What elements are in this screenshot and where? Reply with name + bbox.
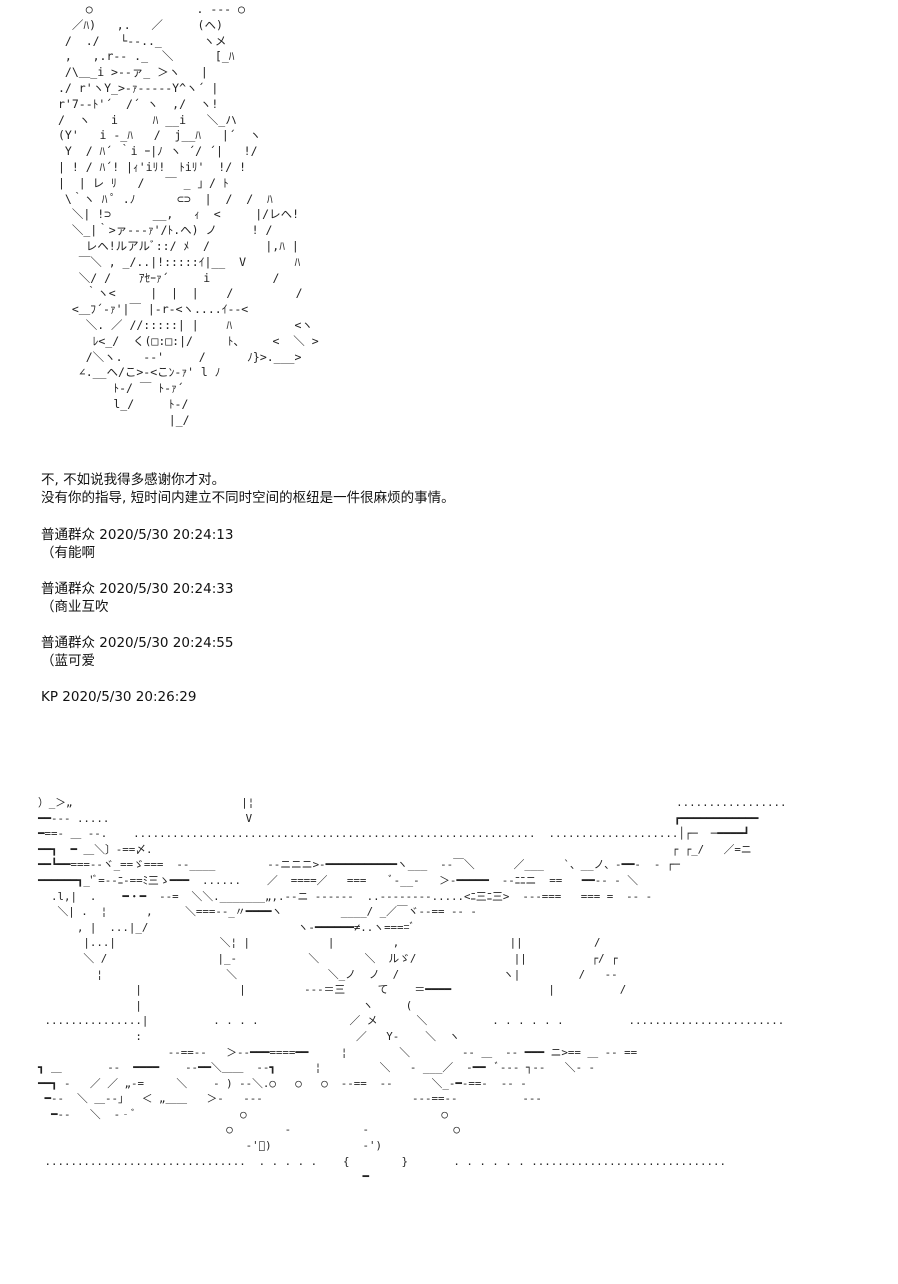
ascii-art-line: | | レ ﾘ / ￣ _ 」/ ﾄ bbox=[58, 175, 229, 190]
ascii-art-line: l_/ ﾄ‐/ bbox=[113, 396, 189, 411]
ascii-art-line: ━‐‐ ＼ ‐‐ﾞ ○ ○ bbox=[50, 1107, 448, 1121]
ascii-art-line: ./ r'ヽY_>‐ｧ‐‐‐‐-Y^ヽ´ | bbox=[58, 80, 219, 95]
comment-post: KP 2020/5/30 20:26:29 bbox=[41, 688, 196, 706]
ascii-art-line: ━‐‐ ＼ ＿‐‐」 ＜ „＿＿ ＞‐ ‐‐‐ ‐‐‐==‐‐ ‐‐‐ bbox=[44, 1092, 542, 1106]
ascii-art-line: ━━‐-- ..... V ┏━━━━━━━━━━━━ bbox=[38, 811, 759, 825]
ascii-art-line: : ／ Y‐ ＼ ヽ bbox=[135, 1029, 460, 1043]
ascii-art-line: ━━┗━━===-‐ヾ_==ゞ=== ‐‐____ -‐ニニニ>‐━━━━━━━… bbox=[38, 858, 680, 872]
post-body: （商业互吹 bbox=[41, 599, 109, 615]
ascii-art-line: ＼_|｀>ァ‐‐‐ｧ'/ﾄ.ヘ) ノ ! / bbox=[71, 223, 273, 238]
ascii-art-line: ...............| . . . . ／ メ ＼ . . . . .… bbox=[44, 1014, 785, 1028]
ascii-art-line: \｀ヽ ﾊ ﾟ .ﾉ ⊂⊃ | / / ﾊ bbox=[64, 191, 273, 206]
ascii-art-line: |...| ＼¦ | | , || / bbox=[83, 936, 601, 950]
ascii-art-line: ━==‐ ＿ --. .............................… bbox=[38, 827, 750, 841]
ascii-art-line: ∠.__ヘ/こ>‐<こﾝ‐ｧ' l ﾉ bbox=[78, 365, 221, 380]
post-header: 普通群众 2020/5/30 20:24:55 bbox=[41, 635, 234, 651]
ascii-art-line: レヘ!ルアルﾞ::/ ﾒ / |,ﾊ | bbox=[85, 238, 299, 253]
ascii-art-line: /＼ヽ. ‐‐' / ﾉ}>.___> bbox=[85, 349, 302, 364]
post-body: （蓝可爱 bbox=[41, 653, 95, 669]
comment-post: 普通群众 2020/5/30 20:24:33 （商业互吹 bbox=[41, 580, 233, 616]
ascii-art-line: ｀ヽ< | | | / / bbox=[85, 286, 303, 301]
ascii-art-line: ‐'ﾞ) ‐') bbox=[245, 1139, 382, 1153]
ascii-art-line: ○ . -‐‐ ○ bbox=[85, 2, 245, 16]
ascii-art-line: ............................... . . . . … bbox=[44, 1154, 726, 1168]
ascii-art-line: , | ...|_/ ヽ‐━━━━━━≠..ヽ====ﾞ bbox=[76, 920, 415, 934]
ascii-art-character: ○ . -‐‐ ○ ／ﾊ) ,. ／ (ヘ) / ./ └‐-.._ ヽメ , … bbox=[58, 2, 319, 429]
narration-line: 不, 不如说我得多感谢你才对。 bbox=[41, 472, 226, 488]
ascii-art-line: ﾚ<_/ く(□:□:|/ ﾄ、 < ＼ > bbox=[92, 333, 319, 348]
ascii-art-line: ＼| . ¦ , ＼===‐‐_〃━━━━ヽ ____/ _／￣ヾ‐-== ‐‐… bbox=[57, 905, 477, 919]
ascii-art-line: ＼ / |_‐ ＼ ＼ ルゞ/ || ┌/ ┌ bbox=[83, 951, 618, 965]
ascii-art-line: ＼. ／ //:::::| | ﾊ <ヽ bbox=[85, 317, 313, 332]
post-header: 普通群众 2020/5/30 20:24:13 bbox=[41, 527, 234, 543]
narration-text: 不, 不如说我得多感谢你才对。 没有你的指导, 短时间内建立不同时空间的枢纽是一… bbox=[41, 471, 455, 507]
ascii-art-line: ）_＞„ |¦ ................. bbox=[38, 796, 787, 809]
ascii-art-line: (Y' i ‐_ﾊ / j__ﾊ |´ ヽ bbox=[58, 128, 262, 143]
comment-post: 普通群众 2020/5/30 20:24:55 （蓝可爱 bbox=[41, 634, 233, 670]
ascii-art-line: ‐‐==‐‐ ＞‐‐━━━====━━ ¦ ＼ ‐‐ ＿ ‐‐ ━━━ ニ>==… bbox=[167, 1045, 638, 1059]
ascii-art-line: ＼/ / ｱｾｰｧ´ i / bbox=[78, 270, 280, 285]
ascii-art-line: ○ ‐ ‐ ○ bbox=[226, 1123, 460, 1137]
post-body: （有能啊 bbox=[41, 545, 95, 561]
ascii-art-line: ￣＼ , _/..|!:::::ｲ|__ V ﾊ bbox=[78, 254, 301, 269]
ascii-art-line: ━━━━━━┓_'ﾞ=‐‐ﾆ‐==ﾐ三ゝ━━━ ...... ／ ====／ =… bbox=[38, 873, 638, 887]
ascii-art-line: ＼| !⊃ __, ｨ < |/レヘ! bbox=[71, 207, 300, 222]
ascii-art-scene: ）_＞„ |¦ ................. ━━‐-- ..... V bbox=[38, 795, 786, 1185]
ascii-art-line: .l,| . ━・━ ‐-= ＼＼._______„,.‐‐ニ ‐‐‐‐‐‐ .… bbox=[50, 889, 653, 903]
ascii-art-line: ━━┓ ━ ＿＼〕-==〆. ┌ ┌_/ ／=ニ bbox=[38, 842, 752, 856]
comment-post: 普通群众 2020/5/30 20:24:13 （有能啊 bbox=[41, 526, 233, 562]
ascii-art-line: <＿ﾌ´‐ｧ'|￣ |‐r‐<ヽ....ｲ‐‐< bbox=[71, 302, 249, 317]
ascii-art-line: r'7‐-ﾄ'´ /´ ヽ ,/ ヽ! bbox=[58, 96, 219, 111]
post-header: KP 2020/5/30 20:26:29 bbox=[41, 689, 197, 705]
ascii-art-line: ┓ ＿ ‐‐ ━━━━ ‐‐━━＼＿＿ ‐‐┓ ¦ ＼ ‐ ___／ ‐━━ ﾞ… bbox=[38, 1061, 596, 1075]
ascii-art-line: ﾄ‐/ ￣ ﾄ‐ｧ´ bbox=[113, 381, 184, 396]
ascii-art-line: , ,.r‐- ._ ＼ [_ﾊ bbox=[64, 49, 235, 64]
ascii-art-line: ━━┓ ‐ ／ ／ „‐= ＼ ‐ ) ‐‐＼.○ ○ ○ ‐‐== ‐‐ ＼_… bbox=[38, 1076, 527, 1090]
ascii-art-line: Y / ﾊ´ ｀i ｰ|ﾉ ヽ ´/ ´| !/ bbox=[64, 144, 258, 159]
ascii-art-line: /\＿_i >‐-ァ_ ＞ヽ | bbox=[64, 65, 208, 80]
ascii-art-line: | | ‐‐‐＝三 て ＝━━━━ | / bbox=[135, 983, 627, 997]
ascii-art-line: / ヽ i ﾊ __i ＼_ハ bbox=[58, 112, 237, 127]
ascii-art-line: | ヽ ( bbox=[135, 998, 413, 1012]
ascii-art-line: | ! / ﾊ´! |ｨ'iﾘ! ﾄiﾘ' !/ ! bbox=[58, 159, 246, 174]
ascii-art-line: ━ bbox=[38, 1170, 370, 1184]
post-header: 普通群众 2020/5/30 20:24:33 bbox=[41, 581, 234, 597]
ascii-art-line: / ./ └‐-.._ ヽメ bbox=[64, 33, 227, 48]
narration-line: 没有你的指导, 短时间内建立不同时空间的枢纽是一件很麻烦的事情。 bbox=[41, 490, 455, 506]
ascii-art-line: ¦ ＼ ＼_ノ ノ / ヽ| / ‐‐ bbox=[96, 967, 618, 981]
ascii-art-line: ／ﾊ) ,. ／ (ヘ) bbox=[71, 17, 223, 32]
ascii-art-line: |_/ bbox=[58, 412, 190, 427]
